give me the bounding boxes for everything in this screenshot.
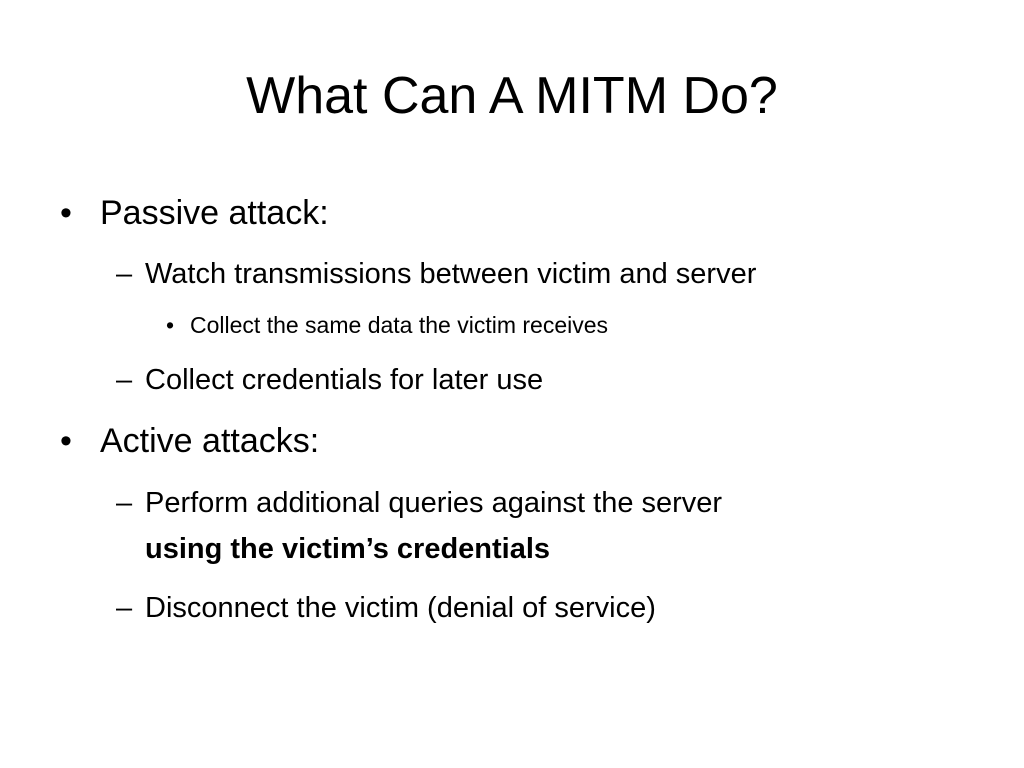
bullet-marker: • [166, 312, 175, 338]
subbullet-text: Watch transmissions between victim and s… [145, 258, 757, 290]
subbullet-text: Collect credentials for later use [145, 364, 544, 396]
bullet-text: Active attacks: [100, 422, 320, 460]
slide-title: What Can A MITM Do? [246, 67, 778, 125]
subbullet-text: Disconnect the victim (denial of service… [145, 592, 656, 624]
subbullet-bold-text: using the victim’s credentials [145, 533, 551, 565]
dash-marker: – [116, 487, 133, 519]
bullet-text: Passive attack: [100, 194, 329, 232]
subbullet-text: Perform additional queries against the s… [145, 487, 723, 519]
bullet-marker: • [60, 422, 72, 460]
dash-marker: – [116, 258, 133, 290]
dash-marker: – [116, 364, 133, 396]
bullet-marker: • [60, 194, 72, 232]
subsubbullet-text: Collect the same data the victim receive… [190, 312, 609, 338]
dash-marker: – [116, 592, 133, 624]
